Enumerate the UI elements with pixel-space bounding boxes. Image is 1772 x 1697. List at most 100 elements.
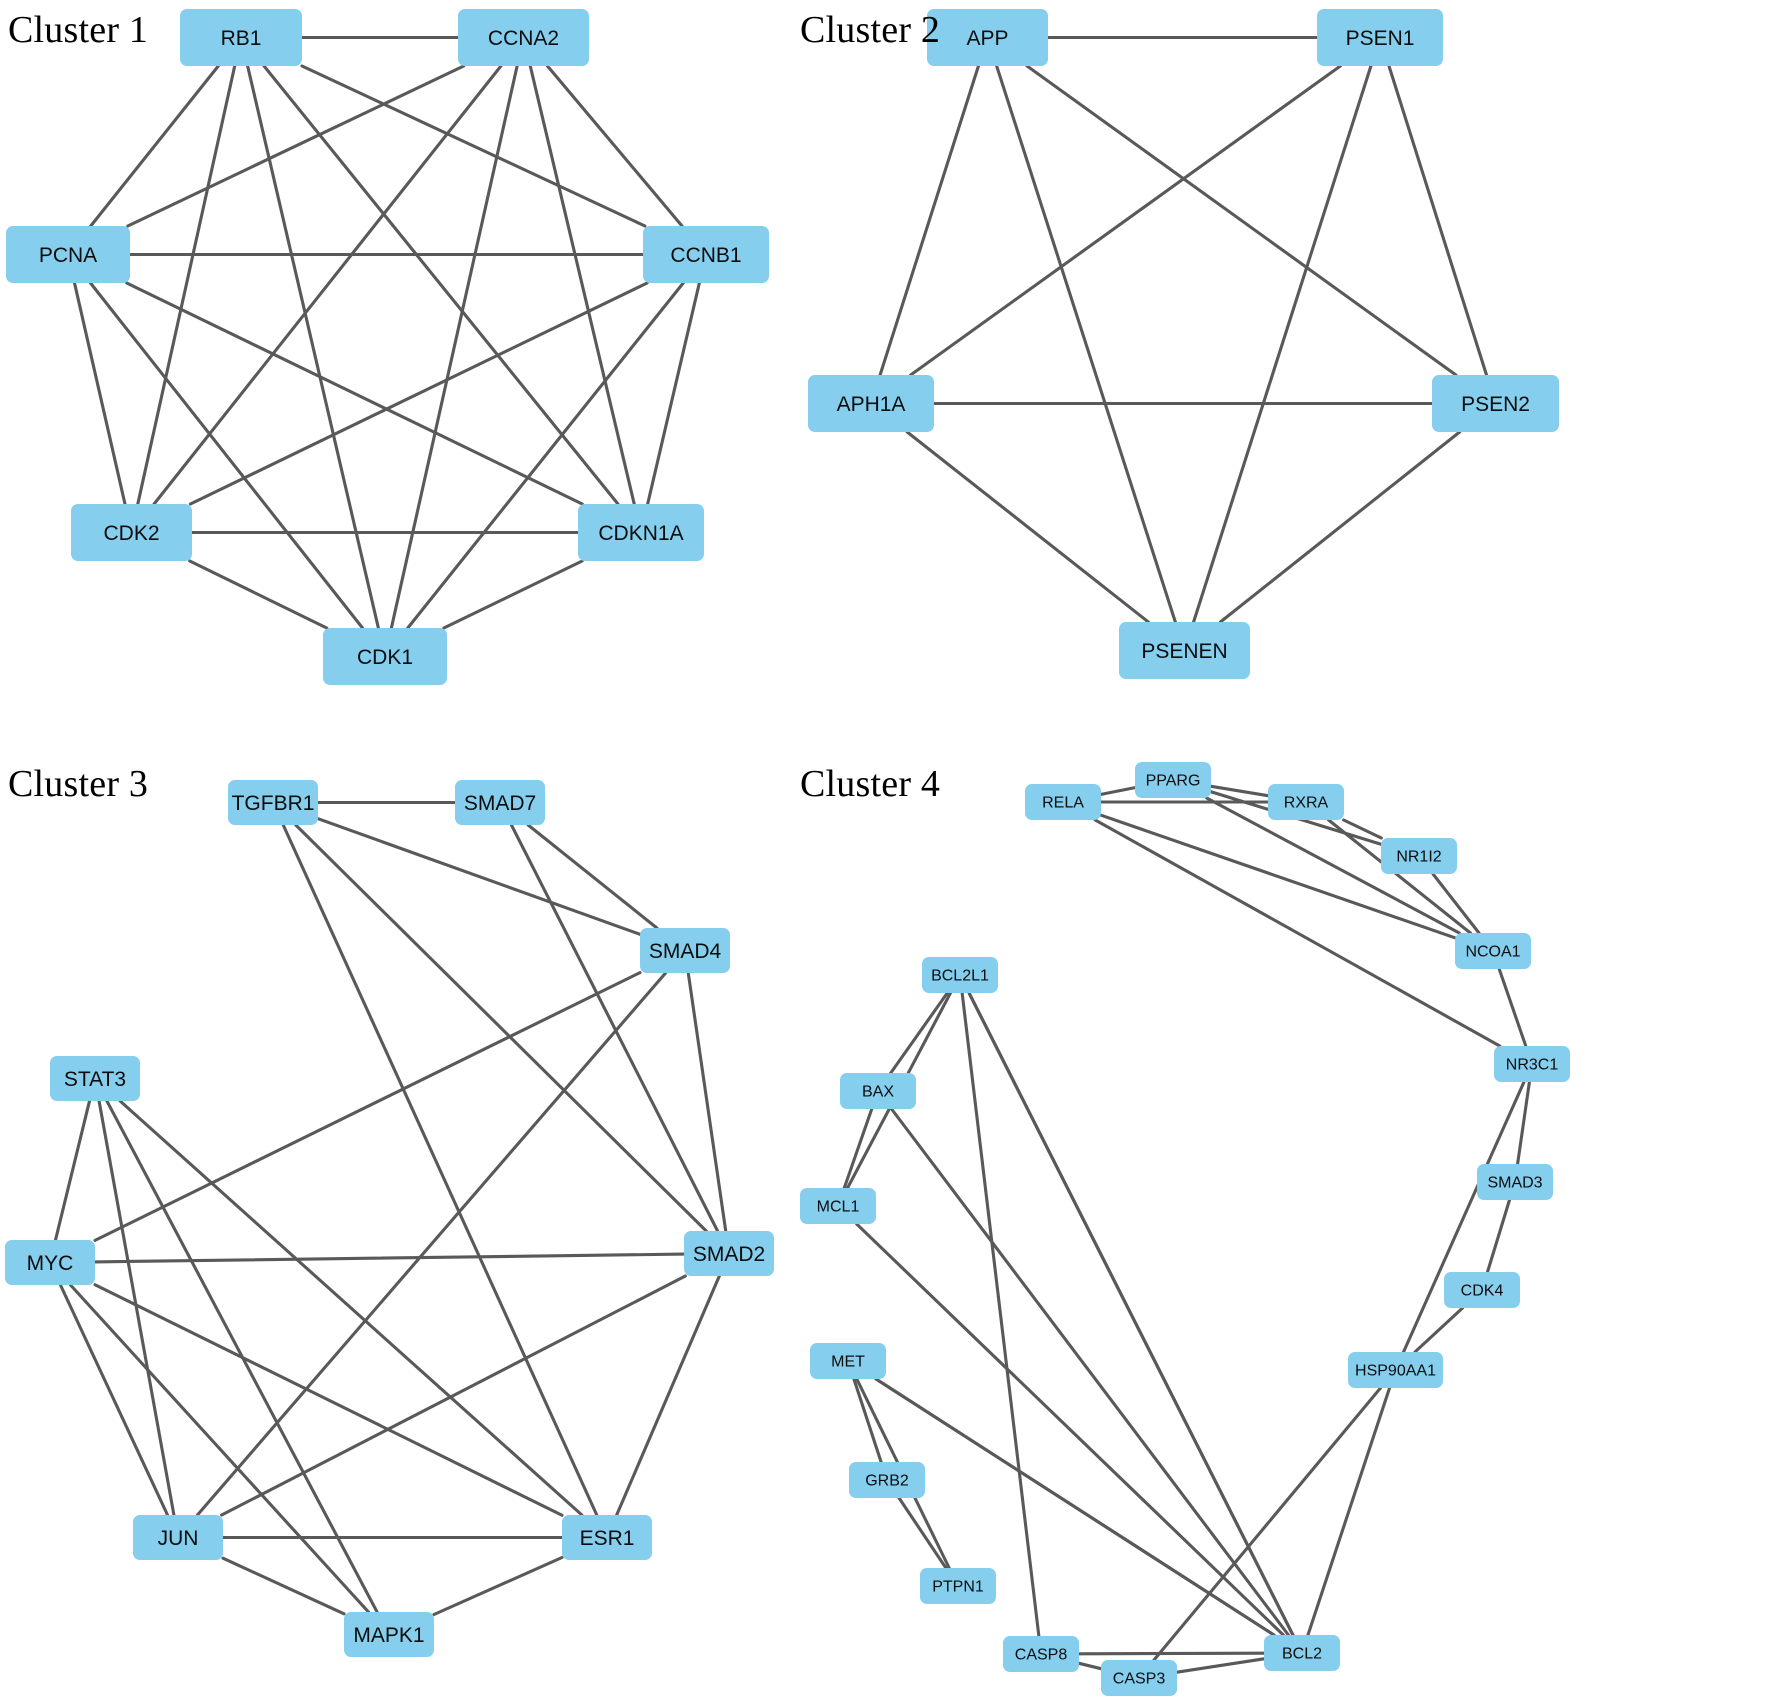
node-STAT3[interactable]: STAT3 — [50, 1056, 140, 1101]
cluster4-nodes: RELA PPARG RXRA NR1I2NCOA1NR3C1SMAD3CDK4HSP… — [800, 762, 1570, 1696]
node-ESR1[interactable]: ESR1 — [562, 1515, 652, 1560]
edge-ESR1-MAPK1 — [432, 1555, 564, 1617]
node-MYC[interactable]: MYC — [5, 1240, 95, 1285]
node-box-PSEN2[interactable] — [1432, 375, 1559, 432]
node-label-PSEN2: PSEN2 — [1461, 393, 1530, 416]
node-box-PPARG[interactable] — [1135, 762, 1211, 798]
node-box-RB1[interactable] — [180, 9, 302, 66]
node-RB1[interactable]: RB1 — [180, 9, 302, 66]
node-box-PTPN1[interactable] — [920, 1568, 996, 1604]
node-SMAD2[interactable]: SMAD2 — [684, 1231, 774, 1276]
node-TGFBR1[interactable]: TGFBR1 — [228, 780, 318, 825]
edge-NR3C1-HSP90AA1 — [1401, 1080, 1526, 1354]
edge-BAX-BCL2L1 — [889, 991, 949, 1075]
node-PSENEN[interactable]: PSENEN — [1119, 622, 1250, 679]
node-NR1I2[interactable]: NR1I2 — [1381, 838, 1457, 874]
node-box-SMAD7[interactable] — [455, 780, 545, 825]
edge-BCL2-CASP3 — [1175, 1657, 1266, 1674]
node-PCNA[interactable]: PCNA — [6, 226, 130, 283]
node-CDK1[interactable]: CDK1 — [323, 628, 447, 685]
node-box-APP[interactable] — [927, 9, 1048, 66]
node-MAPK1[interactable]: MAPK1 — [344, 1612, 434, 1657]
node-box-CDK2[interactable] — [71, 504, 192, 561]
node-NR3C1[interactable]: NR3C1 — [1494, 1046, 1570, 1082]
node-label-NR1I2: NR1I2 — [1396, 849, 1441, 866]
node-box-NR3C1[interactable] — [1494, 1046, 1570, 1082]
edge-PSEN1-PSENEN — [1192, 64, 1373, 624]
node-box-NR1I2[interactable] — [1381, 838, 1457, 874]
node-CASP3[interactable]: CASP3 — [1101, 1660, 1177, 1696]
node-RXRA[interactable]: RXRA — [1268, 784, 1344, 820]
node-box-SMAD4[interactable] — [640, 928, 730, 973]
node-box-PSENEN[interactable] — [1119, 622, 1250, 679]
node-box-HSP90AA1[interactable] — [1348, 1352, 1443, 1388]
node-PSEN1[interactable]: PSEN1 — [1317, 9, 1443, 66]
node-box-MCL1[interactable] — [800, 1188, 876, 1224]
node-box-CDKN1A[interactable] — [578, 504, 704, 561]
node-APH1A[interactable]: APH1A — [808, 375, 934, 432]
node-APP[interactable]: APP — [927, 9, 1048, 66]
node-CDK4[interactable]: CDK4 — [1444, 1272, 1520, 1308]
edge-NCOA1-NR3C1 — [1497, 967, 1528, 1048]
node-NCOA1[interactable]: NCOA1 — [1455, 933, 1531, 969]
node-HSP90AA1[interactable]: HSP90AA1 — [1348, 1352, 1443, 1388]
node-box-RELA[interactable] — [1025, 784, 1101, 820]
node-SMAD7[interactable]: SMAD7 — [455, 780, 545, 825]
node-PPARG[interactable]: PPARG — [1135, 762, 1211, 798]
edge-CCNB1-CDK2 — [188, 281, 649, 506]
node-box-BCL2[interactable] — [1264, 1635, 1340, 1671]
node-box-JUN[interactable] — [133, 1515, 223, 1560]
node-CDK2[interactable]: CDK2 — [71, 504, 192, 561]
node-label-CCNB1: CCNB1 — [670, 244, 741, 267]
node-PSEN2[interactable]: PSEN2 — [1432, 375, 1559, 432]
node-box-CASP3[interactable] — [1101, 1660, 1177, 1696]
node-box-CCNA2[interactable] — [458, 9, 589, 66]
node-box-MYC[interactable] — [5, 1240, 95, 1285]
node-box-CASP8[interactable] — [1003, 1636, 1079, 1672]
cluster2-title: Cluster 2 — [800, 9, 941, 51]
node-box-SMAD2[interactable] — [684, 1231, 774, 1276]
node-box-ESR1[interactable] — [562, 1515, 652, 1560]
node-box-BAX[interactable] — [840, 1073, 916, 1109]
node-label-BAX: BAX — [862, 1084, 894, 1101]
node-box-TGFBR1[interactable] — [228, 780, 318, 825]
node-BCL2[interactable]: BCL2 — [1264, 1635, 1340, 1671]
node-SMAD4[interactable]: SMAD4 — [640, 928, 730, 973]
edge-HSP90AA1-CASP3 — [1152, 1386, 1383, 1662]
node-SMAD3[interactable]: SMAD3 — [1477, 1164, 1553, 1200]
node-box-MET[interactable] — [810, 1343, 886, 1379]
node-BCL2L1[interactable]: BCL2L1 — [922, 957, 998, 993]
node-box-SMAD3[interactable] — [1477, 1164, 1553, 1200]
edge-SMAD4-JUN — [195, 971, 668, 1517]
node-box-RXRA[interactable] — [1268, 784, 1344, 820]
node-CCNA2[interactable]: CCNA2 — [458, 9, 589, 66]
node-box-MAPK1[interactable] — [344, 1612, 434, 1657]
node-box-CDK4[interactable] — [1444, 1272, 1520, 1308]
node-MCL1[interactable]: MCL1 — [800, 1188, 876, 1224]
edge-CCNB1-CDKN1A — [646, 281, 701, 506]
node-box-BCL2L1[interactable] — [922, 957, 998, 993]
node-GRB2[interactable]: GRB2 — [849, 1462, 925, 1498]
node-BAX[interactable]: BAX — [840, 1073, 916, 1109]
node-MET[interactable]: MET — [810, 1343, 886, 1379]
node-RELA[interactable]: RELA — [1025, 784, 1101, 820]
node-PTPN1[interactable]: PTPN1 — [920, 1568, 996, 1604]
node-CASP8[interactable]: CASP8 — [1003, 1636, 1079, 1672]
cluster4-title: Cluster 4 — [800, 763, 941, 805]
edge-PTPN1-GRB2 — [897, 1496, 948, 1570]
node-box-NCOA1[interactable] — [1455, 933, 1531, 969]
node-box-GRB2[interactable] — [849, 1462, 925, 1498]
node-box-PCNA[interactable] — [6, 226, 130, 283]
edge-MYC-MAPK1 — [68, 1283, 371, 1614]
node-box-CDK1[interactable] — [323, 628, 447, 685]
node-CDKN1A[interactable]: CDKN1A — [578, 504, 704, 561]
node-box-PSEN1[interactable] — [1317, 9, 1443, 66]
node-box-APH1A[interactable] — [808, 375, 934, 432]
node-JUN[interactable]: JUN — [133, 1515, 223, 1560]
node-box-CCNB1[interactable] — [643, 226, 769, 283]
edge-HSP90AA1-BCL2 — [1306, 1386, 1392, 1637]
node-box-STAT3[interactable] — [50, 1056, 140, 1101]
node-CCNB1[interactable]: CCNB1 — [643, 226, 769, 283]
